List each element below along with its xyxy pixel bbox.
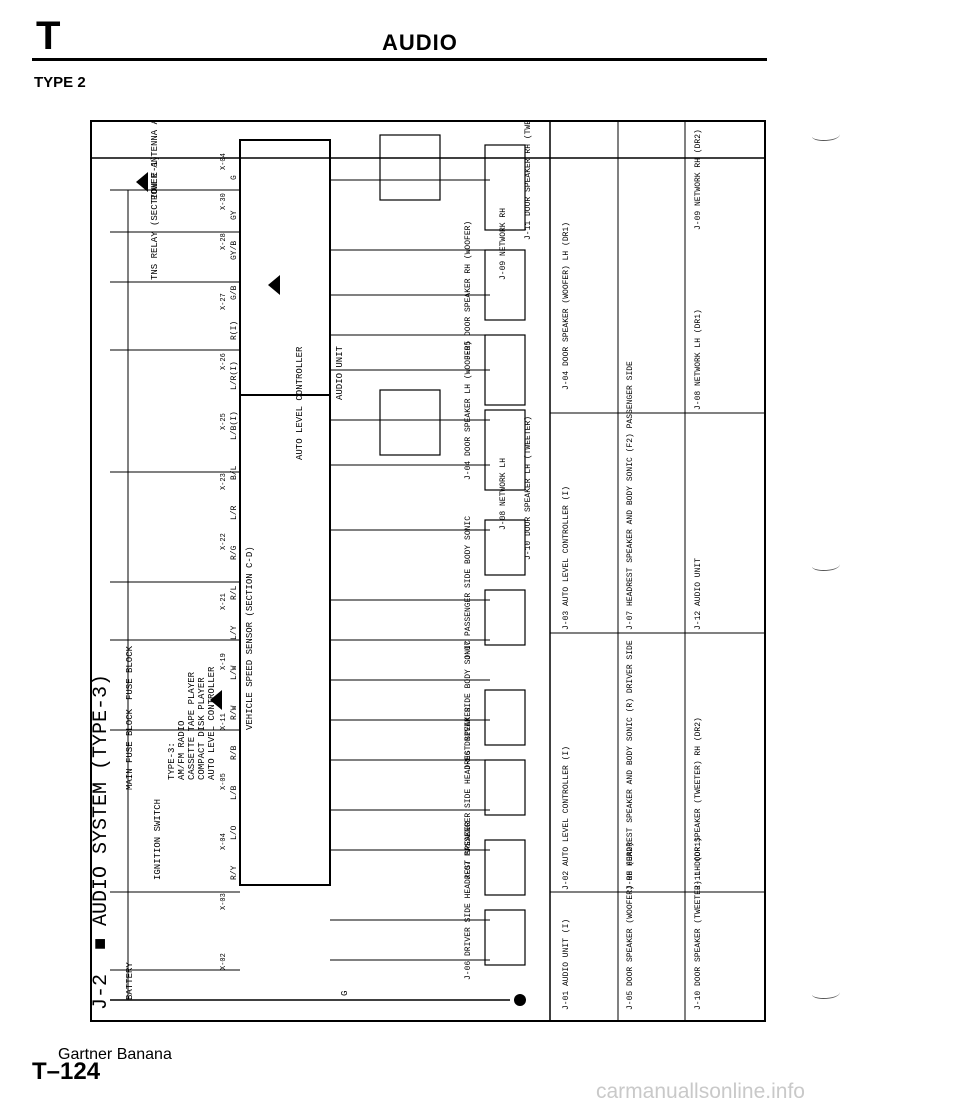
cv-j09-title: J-09 NETWORK RH (DR2) xyxy=(694,129,703,230)
wire-color-3: L/B xyxy=(230,785,239,800)
component-j06-bs: J-06 DRIVER SIDE BODY SONIC xyxy=(464,640,473,770)
component-j09: J-09 NETWORK RH xyxy=(499,208,508,280)
connector-tag-1: X-02 xyxy=(220,953,228,970)
type-note-5: AUTO LEVEL CONTROLLER xyxy=(207,666,217,780)
wire-color-16: GY/B xyxy=(230,241,239,260)
wiring-diagram: J-2 ■ AUDIO SYSTEM (TYPE-3) BATTERY MAIN… xyxy=(90,120,766,1022)
cv-j04-title: J-04 DOOR SPEAKER (WOOFER) LH (DR1) xyxy=(562,222,571,390)
connector-tag-6: X-19 xyxy=(220,653,228,670)
component-j10: J-10 DOOR SPEAKER LH (TWEETER) xyxy=(524,416,533,560)
main-fuse-block-label: MAIN FUSE BLOCK xyxy=(125,708,135,790)
wire-color-10: L/R xyxy=(230,505,239,520)
diagram-frame xyxy=(90,120,766,1022)
connector-tag-5: X-11 xyxy=(220,713,228,730)
header-divider xyxy=(32,58,767,61)
power-antenna-label: POWER ANTENNA ASSEMBLY (SECTION J-3) xyxy=(150,120,160,200)
alc-box-label: AUTO LEVEL CONTROLLER xyxy=(295,346,305,460)
fuse-block-label: FUSE BLOCK xyxy=(125,645,135,700)
type-note-1: TYPE-3: xyxy=(167,742,177,780)
wire-color-7: L/Y xyxy=(230,625,239,640)
connector-tag-11: X-26 xyxy=(220,353,228,370)
page-ref: J-2 xyxy=(90,974,113,1010)
connector-tag-8: X-22 xyxy=(220,533,228,550)
cv-j03-title: J-03 AUTO LEVEL CONTROLLER (I) xyxy=(562,486,571,630)
cv-j07-title: J-07 HEADREST SPEAKER AND BODY SONIC (F2… xyxy=(626,361,635,630)
cv-j05-title: J-05 DOOR SPEAKER (WOOFER) RH (DR2) xyxy=(626,842,635,1010)
type-label: TYPE 2 xyxy=(34,74,86,91)
component-j06-hs: J-06 DRIVER SIDE HEADREST SPEAKER xyxy=(464,821,473,980)
audio-unit-label: AUDIO UNIT xyxy=(335,345,345,400)
vss-label: VEHICLE SPEED SENSOR (SECTION C-D) xyxy=(245,546,255,730)
margin-mark xyxy=(812,130,840,141)
wire-color-9: R/G xyxy=(230,545,239,560)
connector-tag-3: X-04 xyxy=(220,833,228,850)
connector-tag-2: X-03 xyxy=(220,893,228,910)
ground-label: G xyxy=(340,991,350,996)
wire-color-17: GY xyxy=(230,210,239,220)
connector-tag-7: X-21 xyxy=(220,593,228,610)
connector-tag-14: X-30 xyxy=(220,193,228,210)
margin-mark xyxy=(812,988,840,999)
type-note-2: AM/FM RADIO xyxy=(177,721,187,780)
tns-relay-label: TNS RELAY (SECTION E-1) xyxy=(150,156,160,280)
wire-color-6: L/W xyxy=(230,665,239,680)
wire-color-2: L/O xyxy=(230,825,239,840)
wire-color-4: R/B xyxy=(230,745,239,760)
cv-j01-title: J-01 AUDIO UNIT (I) xyxy=(562,919,571,1010)
connector-tag-13: X-28 xyxy=(220,233,228,250)
wire-color-18: G xyxy=(230,175,239,180)
component-j08: J-08 NETWORK LH xyxy=(499,458,508,530)
wire-color-1: R/Y xyxy=(230,865,239,880)
connector-tag-10: X-25 xyxy=(220,413,228,430)
type-note-3: CASSETTE TAPE PLAYER xyxy=(187,671,197,780)
wire-color-12: L/B(I) xyxy=(230,411,239,440)
ignition-switch-label: IGNITION SWITCH xyxy=(153,799,163,880)
cv-j02-title: J-02 AUTO LEVEL CONTROLLER (I) xyxy=(562,746,571,890)
cv-j12-title: J-12 AUDIO UNIT xyxy=(694,558,703,630)
component-j07-bs: J-07 PASSENGER SIDE BODY SONIC xyxy=(464,516,473,660)
wire-color-14: R(I) xyxy=(230,321,239,340)
wire-color-15: G/B xyxy=(230,285,239,300)
section-letter: T xyxy=(36,14,61,58)
system-title: ■ AUDIO SYSTEM (TYPE-3) xyxy=(90,674,113,950)
wire-color-11: B/L xyxy=(230,465,239,480)
component-j11: J-11 DOOR SPEAKER RH (TWEETER) xyxy=(524,120,533,240)
margin-mark xyxy=(812,560,840,571)
component-j07-hs: J-07 PASSENGER SIDE HEADREST SPEAKER xyxy=(464,707,473,880)
wire-color-8: R/L xyxy=(230,585,239,600)
connector-tag-4: X-05 xyxy=(220,773,228,790)
footer-note: Gartner Banana xyxy=(58,1046,172,1063)
cv-j06-title: J-06 HEADREST SPEAKER AND BODY SONIC (R)… xyxy=(626,640,635,890)
cv-j11-title: J-11 DOOR SPEAKER (TWEETER) RH (DR2) xyxy=(694,717,703,890)
connector-tag-9: X-23 xyxy=(220,473,228,490)
connector-tag-12: X-27 xyxy=(220,293,228,310)
page-title: AUDIO xyxy=(382,30,458,55)
battery-label: BATTERY xyxy=(125,962,135,1000)
watermark: carmanuallsonline.info xyxy=(596,1080,805,1103)
wire-color-5: R/W xyxy=(230,705,239,720)
cv-j08-title: J-08 NETWORK LH (DR1) xyxy=(694,309,703,410)
component-j04: J-04 DOOR SPEAKER LH (WOOFER) xyxy=(464,341,473,480)
wire-color-13: L/R(I) xyxy=(230,361,239,390)
type-note-4: COMPACT DISK PLAYER xyxy=(197,677,207,780)
component-j05: J-05 DOOR SPEAKER RH (WOOFER) xyxy=(464,221,473,360)
connector-tag-15: X-04 xyxy=(220,153,228,170)
page-number: T–124 xyxy=(32,1058,101,1085)
cv-j10-title: J-10 DOOR SPEAKER (TWEETER) LH (DR1) xyxy=(694,837,703,1010)
